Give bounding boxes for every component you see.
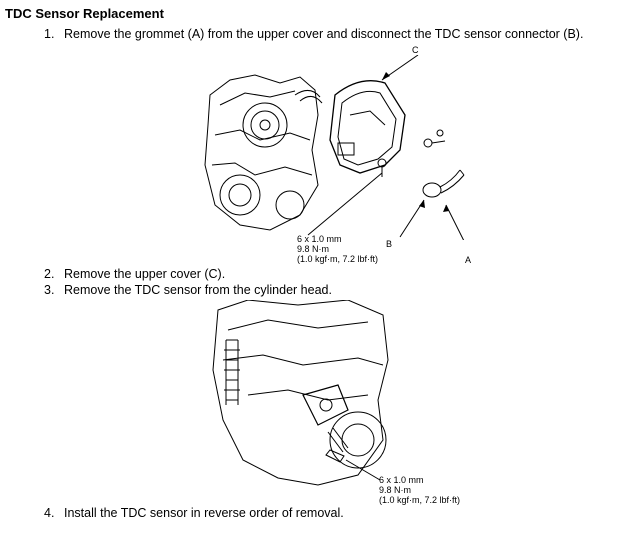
figure-tdc-sensor	[208, 300, 408, 500]
torque-spec-2: 6 x 1.0 mm 9.8 N·m (1.0 kgf·m, 7.2 lbf·f…	[379, 475, 460, 505]
torque-nm: 9.8 N·m	[297, 244, 330, 254]
torque-nm: 9.8 N·m	[379, 485, 412, 495]
step-text: Remove the grommet (A) from the upper co…	[64, 27, 584, 41]
page-title: TDC Sensor Replacement	[5, 6, 164, 21]
callout-a: A	[465, 255, 472, 265]
figure-upper-cover	[200, 55, 490, 240]
step-2: 2. Remove the upper cover (C).	[44, 267, 225, 281]
step-number: 1.	[44, 27, 55, 41]
torque-spec-1: 6 x 1.0 mm 9.8 N·m (1.0 kgf·m, 7.2 lbf·f…	[297, 234, 378, 264]
step-text: Remove the TDC sensor from the cylinder …	[64, 283, 332, 297]
torque-kgf-lbf: (1.0 kgf·m, 7.2 lbf·ft)	[297, 254, 379, 264]
step-3: 3. Remove the TDC sensor from the cylinde…	[44, 283, 332, 297]
step-text: Install the TDC sensor in reverse order …	[64, 506, 344, 520]
step-number: 4.	[44, 506, 55, 520]
step-text: Remove the upper cover (C).	[64, 267, 226, 281]
step-number: 3.	[44, 283, 55, 297]
step-4: 4. Install the TDC sensor in reverse orde…	[44, 506, 344, 520]
bolt-size: 6 x 1.0 mm	[297, 234, 342, 244]
step-1: 1. Remove the grommet (A) from the upper …	[44, 27, 583, 41]
torque-kgf-lbf: (1.0 kgf·m, 7.2 lbf·ft)	[379, 495, 461, 505]
bolt-size: 6 x 1.0 mm	[379, 475, 424, 485]
step-number: 2.	[44, 267, 55, 281]
callout-c: C	[412, 45, 419, 55]
callout-b: B	[386, 239, 393, 249]
